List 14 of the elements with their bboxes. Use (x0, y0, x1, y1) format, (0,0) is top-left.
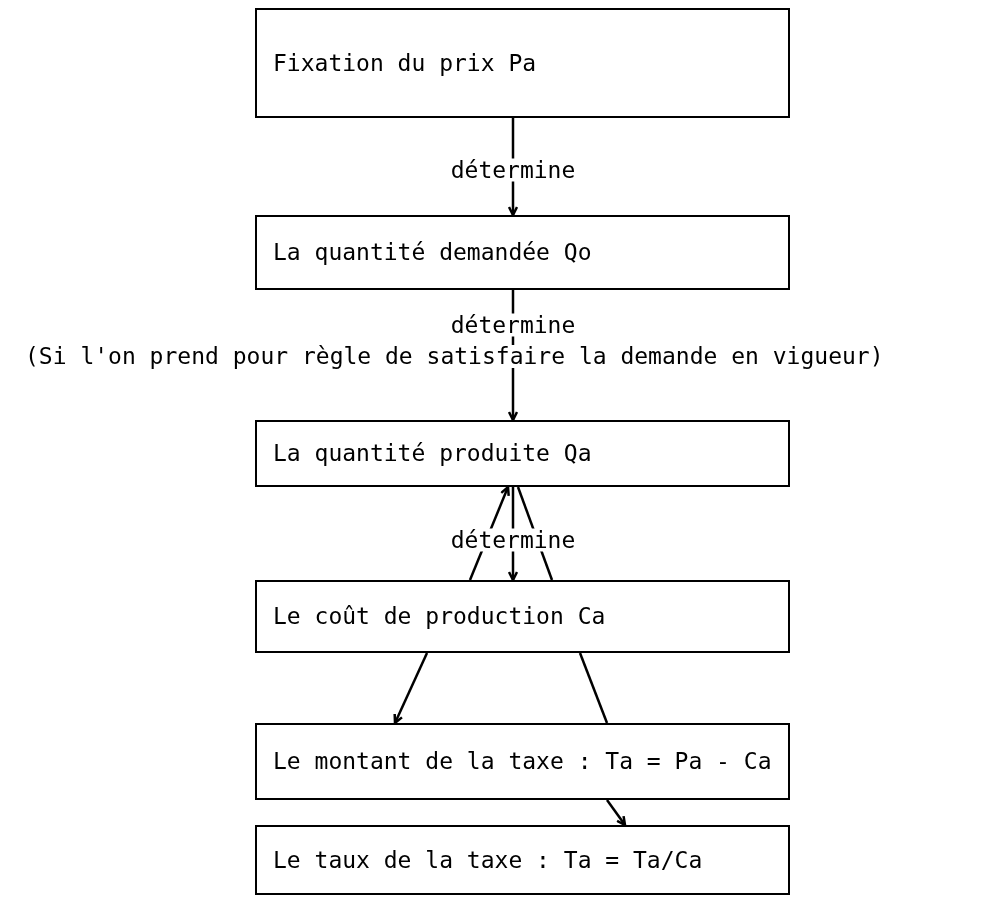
box-text: Le coût de production Ca (273, 602, 607, 632)
process-box (255, 215, 790, 290)
box-text: La quantité produite Qa (273, 439, 593, 469)
process-box (255, 825, 790, 895)
box-text: Le montant de la taxe : Ta = Pa - Ca (273, 747, 772, 777)
process-box (255, 8, 790, 118)
process-box (255, 580, 790, 653)
box-text: La quantité demandée Qo (273, 238, 593, 268)
process-box (255, 420, 790, 487)
box-text: Le taux de la taxe : Ta = Ta/Ca (273, 845, 704, 875)
arrow (393, 652, 429, 725)
arrow (606, 799, 627, 827)
process-box (255, 723, 790, 800)
box-text: Fixation du prix Pa (273, 48, 538, 78)
